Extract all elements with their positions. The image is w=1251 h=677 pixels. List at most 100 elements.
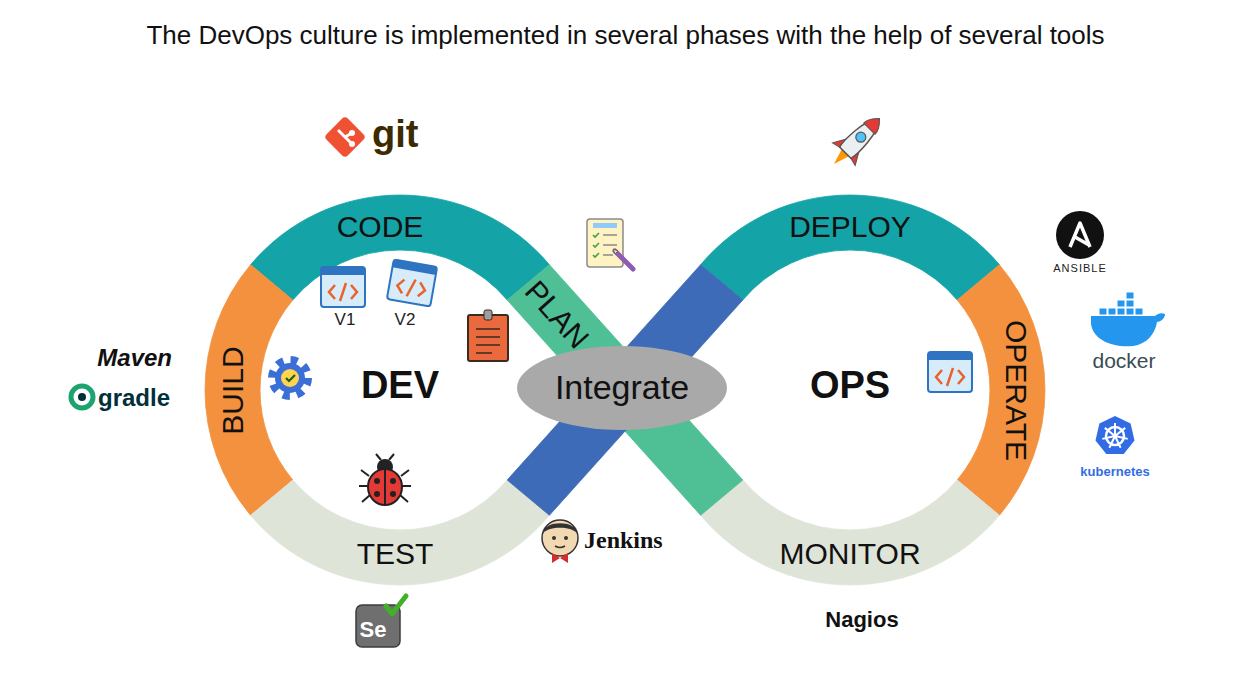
tool-name-text: ANSIBLE xyxy=(1053,262,1106,275)
tool-name: ANSIBLE xyxy=(1053,262,1106,275)
kubernetes-heptagon xyxy=(1096,416,1135,454)
bug-icon xyxy=(359,454,411,505)
phase-band: PLAN xyxy=(513,269,601,361)
docker-box xyxy=(1117,300,1125,307)
ansible-logo xyxy=(1056,211,1104,259)
gear-icon xyxy=(272,360,308,396)
bug-dot xyxy=(374,478,380,484)
bug-dot xyxy=(390,478,396,484)
notepad-sheet xyxy=(468,315,508,361)
integrate-ellipse: Integrate xyxy=(516,345,728,431)
docker-box xyxy=(1126,308,1134,315)
tool-name: Maven xyxy=(97,344,172,372)
docker-logo xyxy=(1091,292,1165,346)
jenkins-eye xyxy=(552,536,556,540)
code-glyph xyxy=(936,368,964,386)
gear-hub xyxy=(281,369,299,387)
docker-box xyxy=(1117,308,1125,315)
tool-name-text: docker xyxy=(1092,349,1155,373)
ellipse-fill xyxy=(517,346,727,430)
phase-band: DEPLOY xyxy=(783,208,917,245)
rocket-window xyxy=(854,130,868,144)
pencil-tip xyxy=(613,249,618,254)
jenkins-hair xyxy=(543,523,577,533)
docker-box xyxy=(1108,308,1116,315)
gradle-ring xyxy=(71,386,93,408)
bug-dot xyxy=(374,491,380,497)
ansible-disc xyxy=(1056,211,1104,259)
check-mark xyxy=(286,375,295,381)
phase-band: BUILD xyxy=(213,340,250,440)
bug-split xyxy=(384,470,386,505)
window-bar xyxy=(928,352,972,360)
checklist-header xyxy=(593,223,617,228)
window-frame xyxy=(321,267,365,307)
selenium-logo xyxy=(356,596,406,647)
git-dot xyxy=(349,130,355,136)
bug-dot xyxy=(390,491,396,497)
tool-name: gradle xyxy=(98,384,170,412)
docker-whale xyxy=(1091,313,1165,346)
jenkins-bowtie xyxy=(552,553,568,563)
pencil xyxy=(615,251,633,269)
checklist-sheet xyxy=(587,219,623,267)
phase-label: TEST xyxy=(357,537,434,570)
window-frame xyxy=(387,259,437,306)
jenkins-eye xyxy=(564,536,568,540)
build-band xyxy=(205,265,293,516)
checklist-checks xyxy=(593,233,599,257)
docker-box xyxy=(1126,292,1134,299)
code-window-icon xyxy=(387,259,437,306)
phase-label: BUILD xyxy=(215,346,248,434)
jenkins-face xyxy=(542,520,578,556)
tool-name-text: Maven xyxy=(97,344,172,372)
gear-teeth xyxy=(272,360,308,396)
rocket-nose xyxy=(864,113,885,134)
deploy-band xyxy=(701,195,1000,300)
phase-label: DEPLOY xyxy=(789,210,911,243)
rocket-body xyxy=(839,112,886,159)
phase-band: MONITOR xyxy=(773,535,926,572)
rocket-icon xyxy=(823,107,891,175)
version-label: V2 xyxy=(395,310,416,330)
tool-name-text: git xyxy=(372,113,418,157)
title-block: The DevOps culture is implemented in sev… xyxy=(0,20,1251,51)
tool-name-text: kubernetes xyxy=(1080,465,1149,480)
gear-body xyxy=(275,363,305,393)
version-label-text: V2 xyxy=(395,310,416,330)
gradle-logo xyxy=(71,386,93,408)
tool-name: docker xyxy=(1092,349,1155,373)
window-bar xyxy=(392,259,437,275)
phase-band: TEST xyxy=(351,535,440,572)
code-window-icon xyxy=(928,352,972,392)
tool-name-text: Nagios xyxy=(825,607,898,632)
loop-label: DEV xyxy=(361,364,439,408)
selenium-check xyxy=(386,596,406,614)
tool-name: git xyxy=(372,113,418,157)
code-glyph xyxy=(396,277,427,300)
loop-label: OPS xyxy=(810,364,890,408)
phase-label: MONITOR xyxy=(779,537,920,570)
version-label-text: V1 xyxy=(335,310,356,330)
logo-text-text: Se xyxy=(360,617,387,642)
git-icon xyxy=(324,116,366,158)
diagram-title: The DevOps culture is implemented in sev… xyxy=(146,20,1104,50)
phase-band: OPERATE xyxy=(998,313,1035,466)
tool-name: Jenkins xyxy=(584,527,663,555)
tool-name: Nagios xyxy=(825,607,898,632)
tool-name: kubernetes xyxy=(1080,465,1149,480)
jenkins-logo xyxy=(542,520,578,563)
jenkins-mouth xyxy=(555,546,565,548)
phase-label: CODE xyxy=(337,210,424,243)
docker-box xyxy=(1099,308,1107,315)
git-diamond xyxy=(324,116,366,158)
bug-body xyxy=(368,469,402,505)
notepad-lines xyxy=(476,329,500,353)
loop-label-text: DEV xyxy=(361,364,439,408)
tool-name-text: gradle xyxy=(98,384,170,412)
version-label: V1 xyxy=(335,310,356,330)
docker-box xyxy=(1135,308,1143,315)
